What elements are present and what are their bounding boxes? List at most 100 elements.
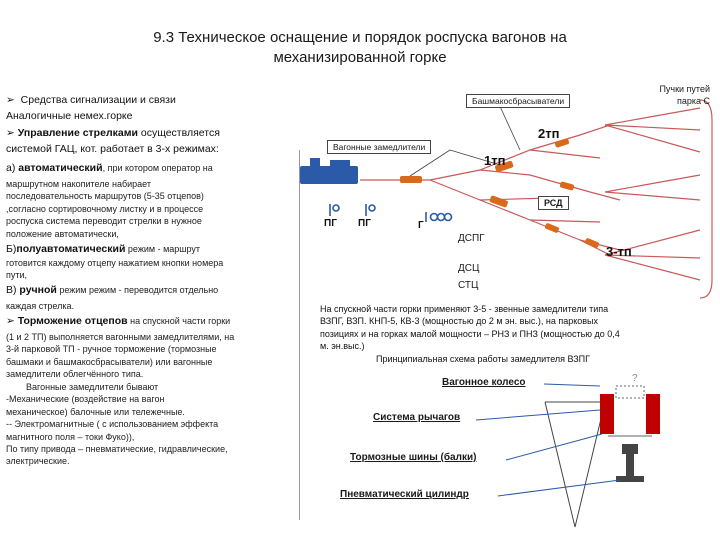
- text-line: положение автоматически,: [6, 228, 119, 239]
- bullet-braking: ➢ Торможение отцепов на спускной части г…: [6, 315, 230, 328]
- text-line: Вагонные замедлители бывают: [26, 382, 159, 392]
- text-line: магнитного поля – токи Фуко)),: [6, 431, 135, 442]
- text-line: -Механические (воздействие на вагон: [6, 394, 165, 405]
- label-pg2: ПГ: [358, 218, 371, 229]
- arrow-bullet-icon: ➢: [6, 315, 15, 327]
- label-g: Г: [418, 220, 424, 231]
- arrow-bullet-icon: ➢: [6, 94, 15, 106]
- mode-auto: а) автоматический, при котором оператор …: [6, 162, 213, 175]
- switches-text: осуществляется: [137, 127, 220, 139]
- text-line: м. эн.выс.): [320, 341, 365, 352]
- text-line: ,согласно сортировочному листку и в проц…: [6, 203, 204, 214]
- retarder-1tp: [400, 176, 422, 183]
- label-rsd: РСД: [538, 196, 569, 210]
- track-line: [529, 149, 601, 159]
- signal-g-icon: [436, 212, 446, 222]
- label-1tp: 1тп: [484, 153, 506, 168]
- track-line: [529, 219, 601, 223]
- pointer-wheel: [543, 383, 601, 387]
- brake-shoe-right: [646, 394, 660, 434]
- mode-semi-text: режим - маршрут: [125, 244, 201, 254]
- scheme-triangle: [544, 401, 606, 528]
- label-2tp: 2тп: [538, 126, 560, 141]
- track-line: [589, 191, 621, 201]
- text-line: электрические.: [6, 456, 70, 467]
- mode-manual: В) ручной режим режим - переводится отде…: [6, 284, 218, 297]
- mode-auto-heading: автоматический: [18, 162, 103, 174]
- pointer-line: [409, 149, 451, 177]
- pointer-line: [497, 101, 521, 151]
- arrow-bullet-icon: ➢: [6, 127, 15, 139]
- signal-pg2-icon: [368, 204, 376, 212]
- retarder-3tp: [584, 238, 600, 248]
- page-title: 9.3 Техническое оснащение и порядок росп…: [60, 28, 660, 68]
- title-line-1: 9.3 Техническое оснащение и порядок росп…: [153, 29, 567, 46]
- wheel-outline: [615, 385, 645, 399]
- retarder-2tp: [495, 160, 514, 173]
- label-retarders: Вагонные замедлители: [327, 140, 432, 154]
- rail-icon: [616, 444, 644, 482]
- hump-track-diagram: [300, 99, 713, 299]
- retarder-types: Вагонные замедлители бывают -Механически…: [6, 381, 300, 468]
- mode-semi-description: готовится каждому отцепу нажатием кнопки…: [6, 257, 296, 282]
- park-bracket: [699, 99, 713, 299]
- label-dsc: ДСЦ: [458, 263, 480, 274]
- mode-manual-text: режим режим - переводится отдельно: [56, 285, 219, 295]
- retarder-2tp: [489, 195, 508, 208]
- text-line: маршрутном накопителе набирает: [6, 179, 152, 189]
- label-bashmak: Башмакосбрасыватели: [466, 94, 571, 108]
- mode-auto-prefix: а): [6, 162, 19, 174]
- braking-text: на спускной части горки: [127, 316, 231, 326]
- mode-manual-heading: ручной: [19, 284, 57, 296]
- braking-heading: Торможение отцепов: [17, 315, 128, 327]
- text-line: башмаки и башмакосбрасыватели) или вагон…: [6, 356, 213, 367]
- text-line: позициях и на горках малой мощности – РН…: [320, 328, 620, 339]
- track-line: [429, 179, 611, 256]
- label-brake-shoes: Тормозные шины (балки): [350, 452, 477, 463]
- park-fan: [604, 174, 701, 201]
- signaling-note: Аналогичные немех.горке: [6, 110, 133, 122]
- park-fan: [604, 107, 701, 153]
- mode-semi-prefix: Б): [6, 243, 17, 255]
- mode-manual-prefix: В): [6, 284, 20, 296]
- text-line: замедлители облегчённого типа.: [6, 369, 144, 380]
- pointer-shoes: [505, 433, 603, 461]
- bullet-switches: ➢ Управление стрелками осуществляется: [6, 127, 220, 140]
- column-divider: [299, 150, 300, 520]
- label-levers: Система рычагов: [373, 412, 461, 423]
- braking-description: (1 и 2 ТП) выполняется вагонными замедли…: [6, 331, 300, 381]
- text-line: По типу привода – пневматические, гидрав…: [6, 444, 228, 455]
- pointer-line: [449, 149, 501, 166]
- text-line: роспуска система переводит стрелки в нуж…: [6, 216, 202, 227]
- signal-pg1-icon: [332, 204, 340, 212]
- label-3tp: 3-тп: [606, 244, 632, 259]
- text-line: (1 и 2 ТП) выполняется вагонными замедли…: [6, 332, 235, 342]
- pointer-levers: [475, 409, 601, 421]
- signal-g-icon: [443, 212, 453, 222]
- text-line: На спускной части горки применяют 3-5 - …: [320, 304, 609, 314]
- pointer-cylinder: [497, 479, 621, 497]
- locomotive-icon: [300, 158, 358, 184]
- switches-heading: Управление стрелками: [17, 127, 138, 139]
- label-pg1: ПГ: [324, 218, 337, 229]
- retarder-3tp: [559, 181, 575, 191]
- title-line-2: механизированной горке: [273, 49, 447, 66]
- mode-manual-description: каждая стрелка.: [6, 301, 75, 311]
- vzpg-scheme: [475, 383, 660, 528]
- label-cylinder: Пневматический цилиндр: [340, 489, 469, 500]
- signal-g-icon: [429, 212, 439, 222]
- label-stc: СТЦ: [458, 280, 479, 291]
- text-line: механическое) балочные или тележечные.: [6, 406, 185, 417]
- park-fan: [604, 229, 701, 281]
- gac-line: системой ГАЦ, кот. работает в 3-х режима…: [6, 143, 219, 155]
- mode-semi-heading: полуавтоматический: [16, 243, 126, 255]
- text-line: ВЗПГ, ВЗП. КНП-5, КВ-3 (мощностью до 2 м…: [320, 316, 599, 327]
- signaling-text: Средства сигнализации и связи: [20, 94, 176, 106]
- label-dspg: ДСПГ: [458, 233, 485, 244]
- bullet-signaling: ➢ Средства сигнализации и связи: [6, 94, 176, 107]
- text-line: -- Электромагнитные ( с использованием э…: [6, 419, 219, 430]
- brake-shoe-left: [600, 394, 614, 434]
- mode-auto-description: маршрутном накопителе набирает последова…: [6, 178, 296, 240]
- label-park: Пучки путей парка С: [659, 84, 710, 106]
- retarder-types-paragraph: На спускной части горки применяют 3-5 - …: [320, 303, 715, 365]
